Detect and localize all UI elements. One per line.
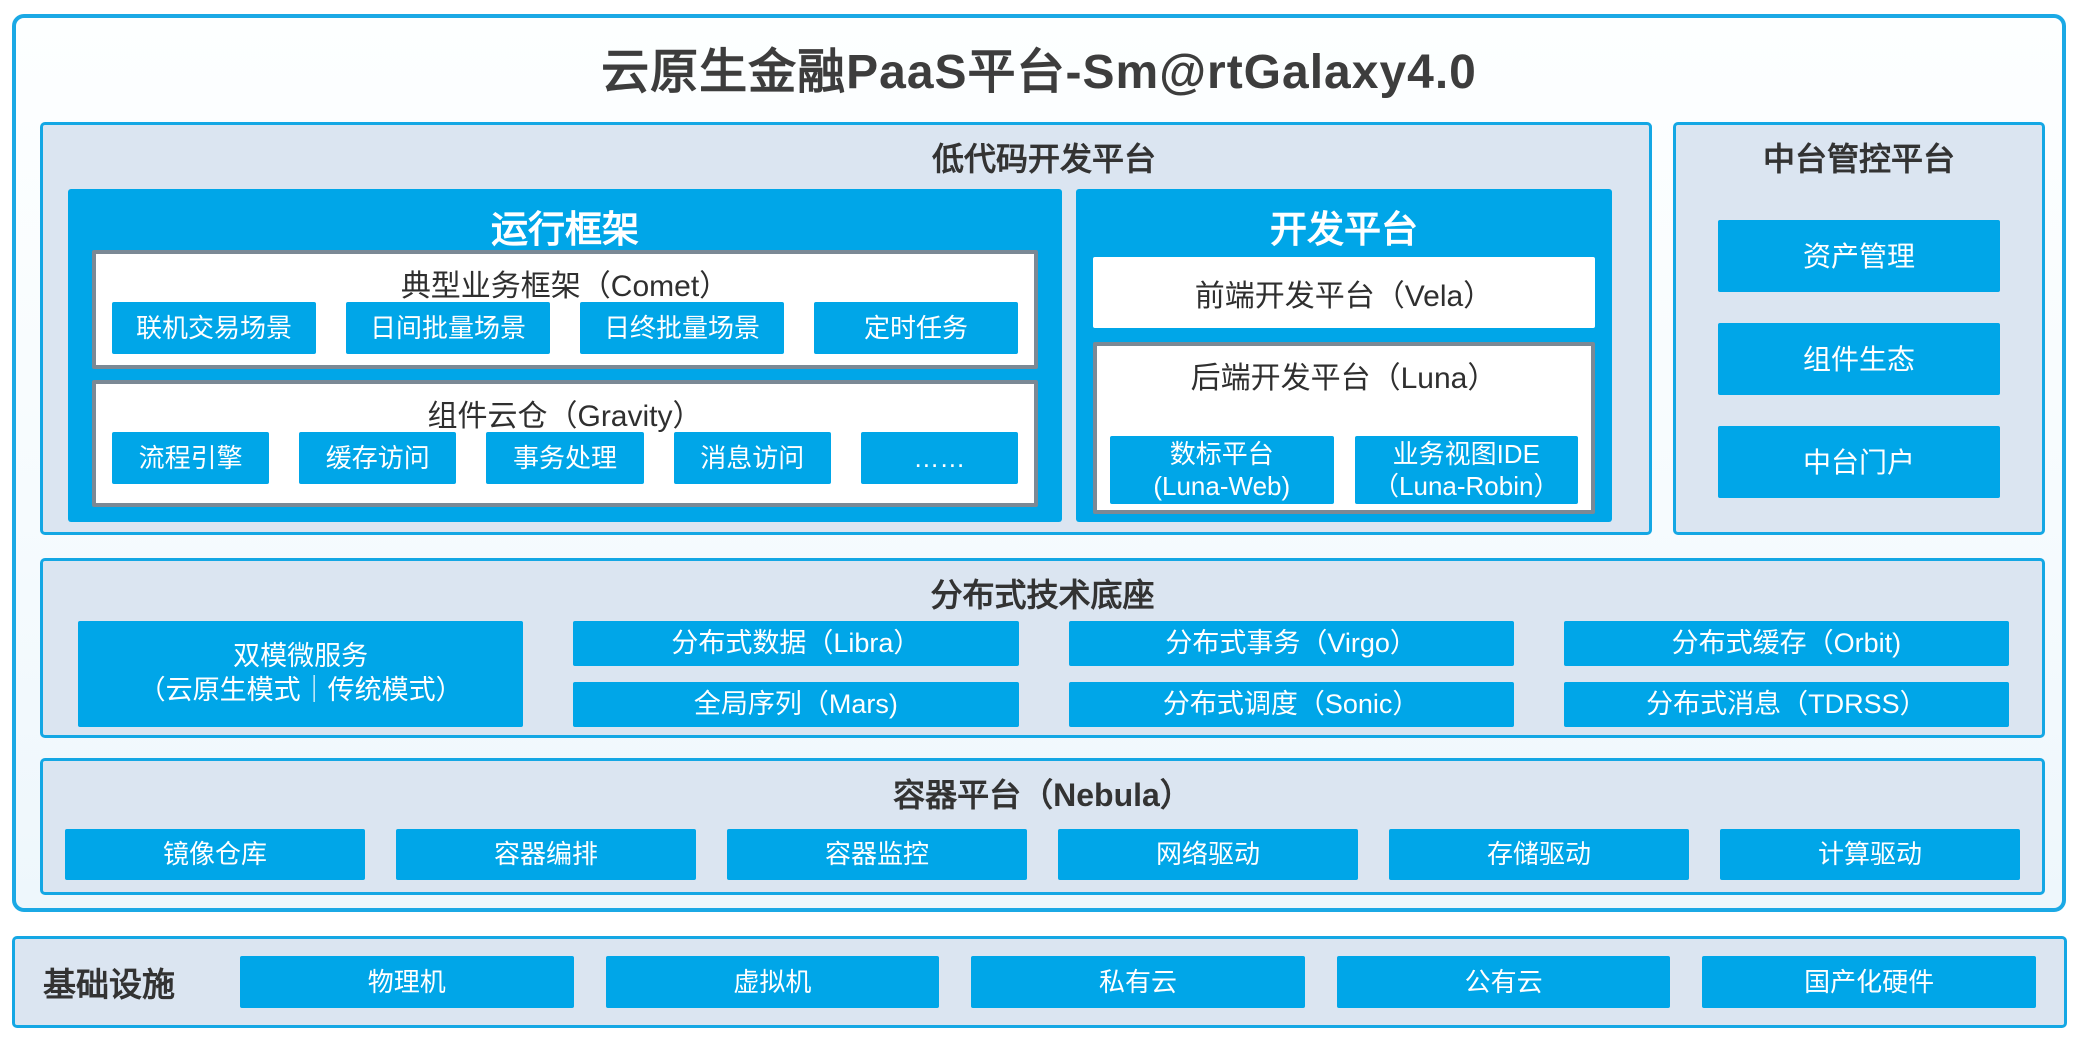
comet-item-row: 联机交易场景 日间批量场景 日终批量场景 定时任务	[112, 302, 1018, 354]
lowcode-platform-title: 低代码开发平台	[931, 141, 1156, 177]
diagram-block-public-cloud: 公有云	[1336, 956, 1671, 1008]
diagram-block-dual-mode-microservice: 双模微服务 （云原生模式｜传统模式）	[78, 621, 524, 727]
runtime-framework-box: 运行框架 典型业务框架（Comet） 联机交易场景 日间批量场景 日终批量场景 …	[68, 189, 1062, 522]
midplatform-item-column: 资产管理 组件生态 中台门户	[1676, 220, 2042, 498]
diagram-block-distributed-scheduling: 分布式调度（Sonic）	[1068, 682, 1514, 727]
diagram-block-ellipsis: ……	[860, 432, 1019, 484]
container-item-row: 镜像仓库 容器编排 容器监控 网络驱动 存储驱动 计算驱动	[65, 829, 2020, 880]
luna-backend-box: 后端开发平台（Luna） 数标平台 (Luna-Web) 业务视图IDE （Lu…	[1093, 342, 1595, 514]
dev-platform-title: 开发平台	[1270, 209, 1418, 250]
gravity-warehouse-box: 组件云仓（Gravity） 流程引擎 缓存访问 事务处理 消息访问 ……	[92, 380, 1038, 507]
diagram-block-daytime-batch: 日间批量场景	[346, 302, 550, 354]
distributed-column-3: 分布式缓存（Orbit) 分布式消息（TDRSS）	[1563, 621, 2009, 727]
luna-robin-line1: 业务视图IDE	[1392, 438, 1540, 469]
diagram-block-transaction-processing: 事务处理	[486, 432, 644, 484]
diagram-block-eod-batch: 日终批量场景	[580, 302, 784, 354]
distributed-item-row: 双模微服务 （云原生模式｜传统模式） 分布式数据（Libra） 全局序列（Mar…	[78, 621, 2009, 727]
gravity-item-row: 流程引擎 缓存访问 事务处理 消息访问 ……	[112, 432, 1019, 484]
diagram-block-distributed-data: 分布式数据（Libra）	[573, 621, 1019, 666]
diagram-block-luna-robin: 业务视图IDE （Luna-Robin）	[1354, 436, 1578, 504]
diagram-block-compute-driver: 计算驱动	[1720, 829, 2020, 880]
diagram-block-domestic-hardware: 国产化硬件	[1702, 956, 2036, 1008]
diagram-block-image-registry: 镜像仓库	[65, 829, 365, 880]
luna-web-line1: 数标平台	[1169, 438, 1274, 469]
dual-mode-line1: 双模微服务	[233, 641, 369, 672]
dev-platform-box: 开发平台 前端开发平台（Vela） 后端开发平台（Luna） 数标平台 (Lun…	[1076, 189, 1612, 522]
diagram-block-midplatform-portal: 中台门户	[1718, 426, 2000, 498]
diagram-block-message-access: 消息访问	[673, 432, 831, 484]
luna-web-line2: (Luna-Web)	[1153, 471, 1291, 501]
diagram-block-component-ecosystem: 组件生态	[1718, 323, 2000, 395]
diagram-block-container-monitoring: 容器监控	[727, 829, 1027, 880]
lowcode-platform-panel: 低代码开发平台 运行框架 典型业务框架（Comet） 联机交易场景 日间批量场景…	[40, 122, 1652, 535]
midplatform-control-panel: 中台管控平台 资产管理 组件生态 中台门户	[1673, 122, 2045, 535]
diagram-block-scheduled-task: 定时任务	[814, 302, 1018, 354]
diagram-block-distributed-transaction: 分布式事务（Virgo）	[1068, 621, 1514, 666]
diagram-block-online-trading: 联机交易场景	[112, 302, 316, 354]
diagram-block-luna-web: 数标平台 (Luna-Web)	[1110, 436, 1334, 504]
infrastructure-item-row: 物理机 虚拟机 私有云 公有云 国产化硬件	[240, 956, 2036, 1008]
diagram-block-process-engine: 流程引擎	[112, 432, 270, 484]
diagram-block-asset-management: 资产管理	[1718, 220, 2000, 292]
diagram-block-global-sequence: 全局序列（Mars)	[573, 682, 1019, 727]
diagram-block-distributed-message: 分布式消息（TDRSS）	[1563, 682, 2009, 727]
dual-mode-line2: （云原生模式｜传统模式）	[138, 675, 463, 705]
diagram-block-network-driver: 网络驱动	[1058, 829, 1358, 880]
vela-frontend-box: 前端开发平台（Vela）	[1093, 257, 1595, 328]
comet-framework-title: 典型业务框架（Comet）	[400, 270, 730, 303]
distributed-base-panel: 分布式技术底座 双模微服务 （云原生模式｜传统模式） 分布式数据（Libra） …	[40, 558, 2045, 738]
diagram-block-private-cloud: 私有云	[971, 956, 1305, 1008]
gravity-warehouse-title: 组件云仓（Gravity）	[427, 400, 703, 433]
distributed-base-title: 分布式技术底座	[930, 577, 1155, 613]
diagram-block-cache-access: 缓存访问	[299, 432, 457, 484]
container-platform-title: 容器平台（Nebula）	[893, 777, 1192, 813]
diagram-block-physical-machine: 物理机	[240, 956, 574, 1008]
diagram-block-distributed-cache: 分布式缓存（Orbit)	[1563, 621, 2009, 666]
luna-robin-line2: （Luna-Robin）	[1373, 471, 1560, 501]
page-title: 云原生金融PaaS平台-Sm@rtGalaxy4.0	[601, 46, 1477, 99]
container-platform-panel: 容器平台（Nebula） 镜像仓库 容器编排 容器监控 网络驱动 存储驱动 计算…	[40, 758, 2045, 895]
distributed-column-2: 分布式事务（Virgo） 分布式调度（Sonic）	[1068, 621, 1514, 727]
diagram-block-container-orchestration: 容器编排	[396, 829, 696, 880]
infrastructure-title: 基础设施	[43, 966, 175, 1003]
luna-backend-title: 后端开发平台（Luna）	[1190, 362, 1498, 395]
comet-framework-box: 典型业务框架（Comet） 联机交易场景 日间批量场景 日终批量场景 定时任务	[92, 250, 1038, 369]
infrastructure-panel: 基础设施 物理机 虚拟机 私有云 公有云 国产化硬件	[12, 936, 2067, 1028]
distributed-column-1: 分布式数据（Libra） 全局序列（Mars)	[573, 621, 1019, 727]
runtime-framework-title: 运行框架	[491, 209, 639, 250]
diagram-block-storage-driver: 存储驱动	[1389, 829, 1689, 880]
midplatform-control-title: 中台管控平台	[1762, 141, 1955, 177]
luna-item-row: 数标平台 (Luna-Web) 业务视图IDE （Luna-Robin）	[1110, 436, 1578, 504]
diagram-block-virtual-machine: 虚拟机	[605, 956, 940, 1008]
